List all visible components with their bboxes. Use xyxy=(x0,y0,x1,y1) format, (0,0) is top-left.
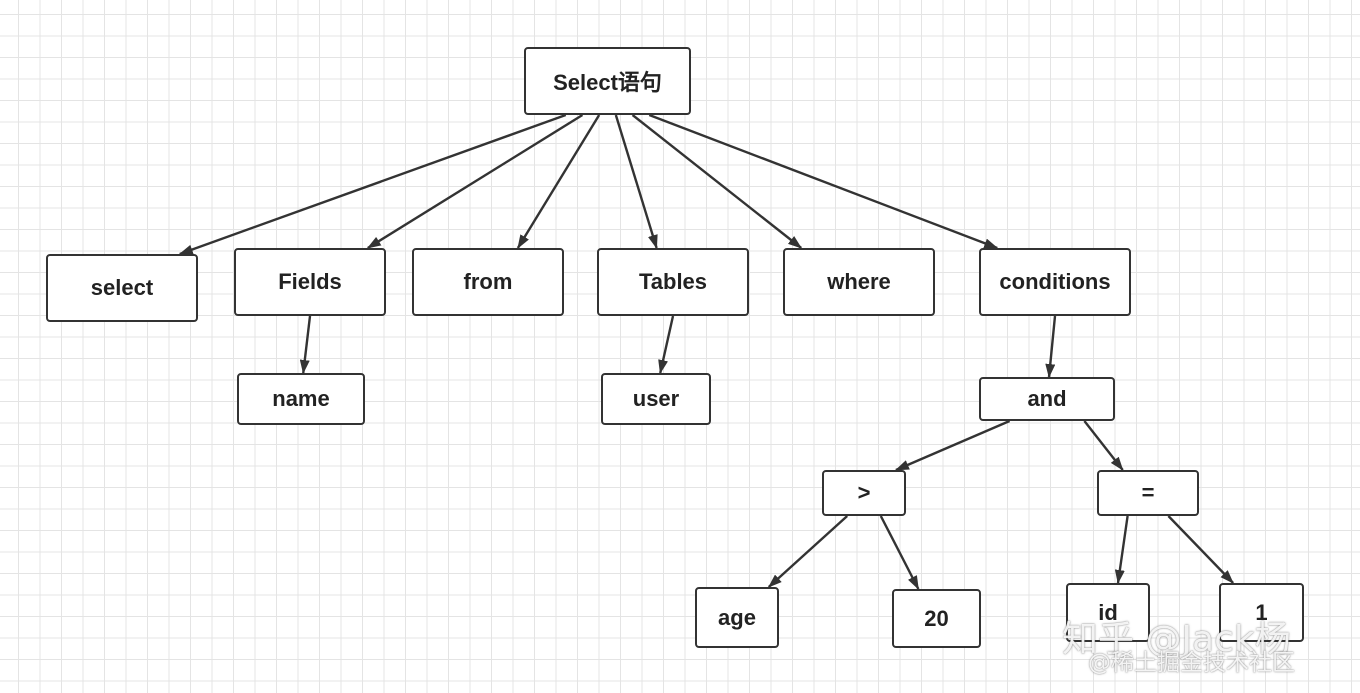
edge-root-to-where xyxy=(631,114,803,249)
node-user[interactable]: user xyxy=(601,373,711,425)
edge-root-to-conditions xyxy=(648,113,999,250)
edge-conditions-to-and xyxy=(1045,315,1057,378)
node-and[interactable]: and xyxy=(979,377,1115,421)
edge-root-to-fields xyxy=(366,113,584,250)
node-greater-than[interactable]: > xyxy=(822,470,906,516)
node-equals[interactable]: = xyxy=(1097,470,1199,516)
edge-and-to-gt xyxy=(895,419,1011,472)
edge-root-to-tables xyxy=(614,114,658,249)
node-tables[interactable]: Tables xyxy=(597,248,749,316)
node-select-statement[interactable]: Select语句 xyxy=(524,47,691,115)
edge-tables-to-user xyxy=(658,315,675,374)
edge-root-to-from xyxy=(516,114,601,249)
edge-gt-to-n20 xyxy=(879,515,920,590)
edge-eq-to-n1 xyxy=(1167,515,1234,584)
watermark-juejin: @稀土掘金技术社区 xyxy=(1088,650,1295,676)
edge-root-to-select xyxy=(178,113,567,256)
node-1[interactable]: 1 xyxy=(1219,583,1304,642)
node-name[interactable]: name xyxy=(237,373,365,425)
node-from[interactable]: from xyxy=(412,248,564,316)
node-conditions[interactable]: conditions xyxy=(979,248,1131,316)
node-where[interactable]: where xyxy=(783,248,935,316)
node-20[interactable]: 20 xyxy=(892,589,981,648)
node-select[interactable]: select xyxy=(46,254,198,322)
edge-fields-to-name xyxy=(299,315,312,374)
node-age[interactable]: age xyxy=(695,587,779,648)
node-id[interactable]: id xyxy=(1066,583,1150,642)
edge-eq-to-id xyxy=(1114,515,1129,584)
watermark-zhihu: 知乎 @Jack杨 xyxy=(1062,619,1291,660)
edge-and-to-eq xyxy=(1083,420,1124,471)
node-fields[interactable]: Fields xyxy=(234,248,386,316)
edge-gt-to-age xyxy=(767,515,849,588)
